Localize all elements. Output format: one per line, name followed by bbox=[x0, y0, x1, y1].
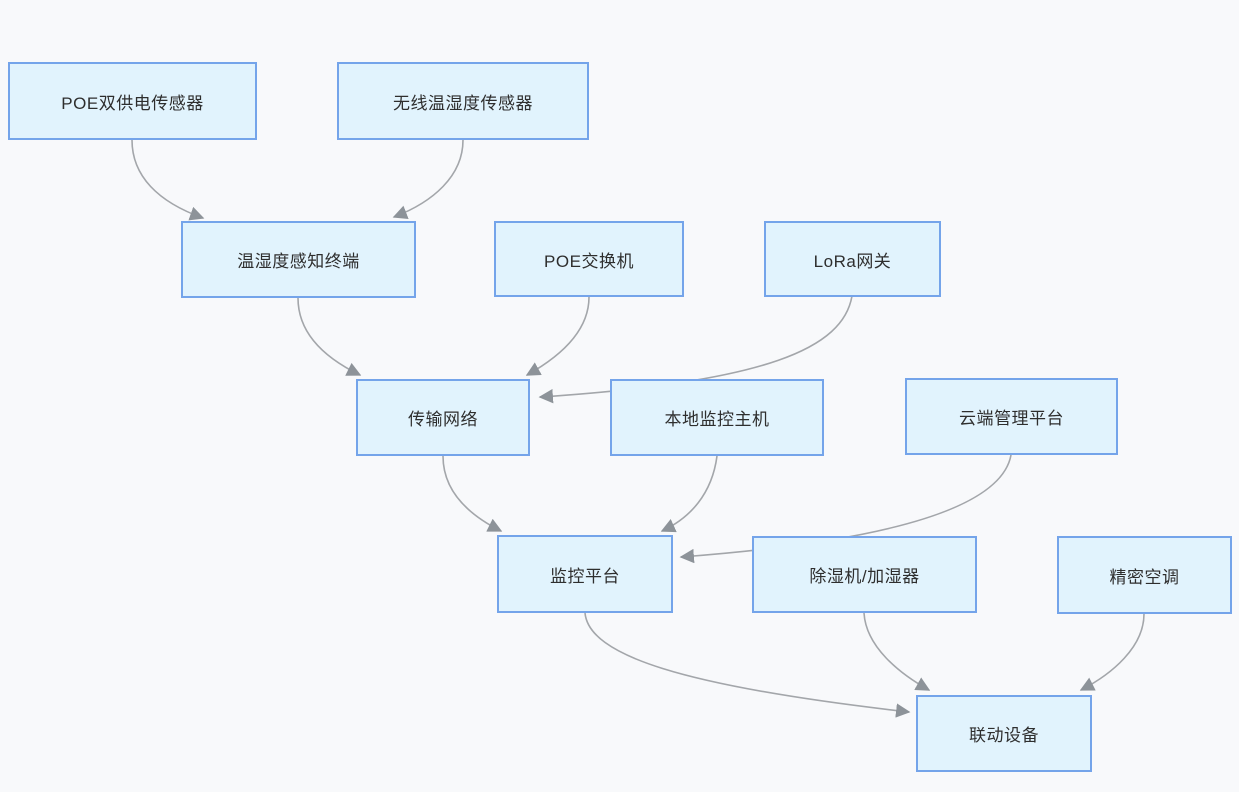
node-label: 无线温湿度传感器 bbox=[393, 93, 533, 113]
node-poe-dual-sensor: POE双供电传感器 bbox=[8, 62, 257, 140]
node-label: POE双供电传感器 bbox=[61, 93, 204, 113]
node-dehumidifier: 除湿机/加湿器 bbox=[752, 536, 977, 613]
node-cloud-platform: 云端管理平台 bbox=[905, 378, 1118, 455]
node-transport-network: 传输网络 bbox=[356, 379, 530, 456]
node-label: 精密空调 bbox=[1109, 567, 1180, 587]
edge-monitor-platform-to-linked-devices bbox=[584, 612, 911, 718]
edge-group bbox=[131, 139, 1145, 718]
node-linked-devices: 联动设备 bbox=[916, 695, 1092, 772]
node-precision-ac: 精密空调 bbox=[1057, 536, 1232, 614]
edge-th-terminal-to-transport-network bbox=[297, 297, 362, 376]
edge-precision-ac-to-linked-devices bbox=[1079, 613, 1145, 691]
edge-poe-switch-to-transport-network bbox=[525, 296, 590, 376]
node-label: LoRa网关 bbox=[813, 251, 892, 271]
edge-local-monitor-host-to-monitor-platform bbox=[660, 455, 718, 533]
edge-wireless-th-sensor-to-th-terminal bbox=[392, 139, 464, 220]
node-wireless-th-sensor: 无线温湿度传感器 bbox=[337, 62, 589, 140]
node-lora-gateway: LoRa网关 bbox=[764, 221, 941, 297]
node-label: 联动设备 bbox=[969, 726, 1039, 745]
edge-poe-dual-sensor-to-th-terminal bbox=[131, 139, 205, 221]
node-label: POE交换机 bbox=[544, 251, 634, 271]
node-label: 本地监控主机 bbox=[664, 410, 770, 429]
node-label: 除湿机/加湿器 bbox=[809, 567, 920, 586]
node-poe-switch: POE交换机 bbox=[494, 221, 684, 297]
edge-transport-network-to-monitor-platform bbox=[442, 455, 503, 532]
node-label: 传输网络 bbox=[408, 410, 478, 429]
node-label: 监控平台 bbox=[550, 566, 620, 586]
node-monitor-platform: 监控平台 bbox=[497, 535, 673, 613]
node-label: 云端管理平台 bbox=[959, 409, 1064, 428]
node-th-terminal: 温湿度感知终端 bbox=[181, 221, 416, 298]
node-local-monitor-host: 本地监控主机 bbox=[610, 379, 824, 456]
edge-dehumidifier-to-linked-devices bbox=[863, 612, 931, 691]
node-label: 温湿度感知终端 bbox=[237, 252, 360, 271]
